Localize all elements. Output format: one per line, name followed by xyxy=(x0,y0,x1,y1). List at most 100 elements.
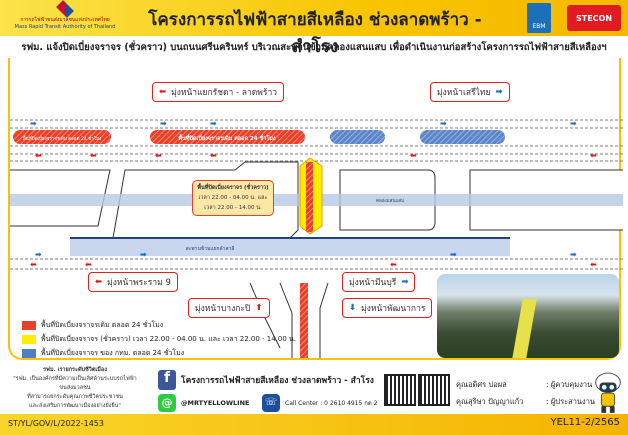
line-icon: @ xyxy=(158,394,176,412)
direction-label: มุ่งหน้าบางกะปิ xyxy=(195,304,251,314)
legend-swatch-blue xyxy=(22,348,36,358)
direction-label: มุ่งหน้ามีนบุรี xyxy=(349,278,397,288)
mrta-logo: การรถไฟฟ้าขนส่งมวลชนแห่งประเทศไทย Mass R… xyxy=(10,0,120,34)
direction-serithai: มุ่งหน้าเสรีไทย ➡ xyxy=(430,82,510,102)
arrow-down-icon: ⬇ xyxy=(349,303,357,313)
site-aerial-photo xyxy=(437,274,619,358)
svg-text:➡: ➡ xyxy=(440,119,447,128)
call-center-label: Call Center : 0 2610 4915 กด 2 xyxy=(285,400,378,407)
expressway xyxy=(70,238,510,256)
qr-code-line xyxy=(418,374,450,406)
slogan-title: รฟม. เรายกระดับชีวิตเมือง xyxy=(43,367,107,373)
svg-text:➡: ➡ xyxy=(35,250,42,259)
slogan-line: ที่สามารถยกระดับคุณภาพชีวิตประชาชน xyxy=(27,394,123,400)
svg-text:⬅: ⬅ xyxy=(390,260,397,269)
direction-ratchada: ⬅ มุ่งหน้าแยกรัชดา - ลาดพร้าว xyxy=(152,82,284,102)
direction-minburi: มุ่งหน้ามีนบุรี ➡ xyxy=(342,272,416,292)
org-name-en: Mass Rapid Transit Authority of Thailand xyxy=(14,24,116,30)
svg-text:⬅: ⬅ xyxy=(35,151,42,160)
svg-text:⬅: ⬅ xyxy=(90,151,97,160)
svg-text:⬅: ⬅ xyxy=(155,151,162,160)
stecon-logo: STECON xyxy=(567,5,621,31)
facebook-link[interactable]: f โครงการรถไฟฟ้าสายสีเหลือง ช่วงลาดพร้าว … xyxy=(158,370,374,390)
document-id: ST/YL/GOV/L/2022-1453 xyxy=(8,419,104,428)
svg-text:➡: ➡ xyxy=(30,119,37,128)
arrow-left-icon: ⬅ xyxy=(159,87,167,97)
legend-item: พื้นที่ปิดเบี่ยงจราจร ของ กทม. ตลอด 24 ช… xyxy=(22,346,352,360)
contact-name: คุณอดิศร ปอผล xyxy=(456,380,507,389)
qr-code-facebook xyxy=(384,374,416,406)
contact-row: คุณอดิศร ปอผล : ผู้ควบคุมงาน xyxy=(456,376,595,393)
lane-lines xyxy=(10,119,623,270)
header-banner xyxy=(0,0,628,36)
legend-label: พื้นที่ปิดเบี่ยงจราจร ของ กทม. ตลอด 24 ช… xyxy=(41,348,185,357)
svg-text:➡: ➡ xyxy=(450,250,457,259)
direction-label: มุ่งหน้าพระราม 9 xyxy=(107,278,171,288)
canal-label: คลองแสนแสบ xyxy=(376,198,404,204)
footer-bar xyxy=(0,414,628,435)
svg-text:⬅: ⬅ xyxy=(590,260,597,269)
bma-closure-1 xyxy=(330,130,385,144)
svg-text:⬅: ⬅ xyxy=(210,151,217,160)
svg-text:➡: ➡ xyxy=(160,119,167,128)
vertical-road xyxy=(249,282,329,358)
contact-row: คุณสุริษา ปัญญาแก้ว : ผู้ประสานงาน xyxy=(456,393,595,410)
org-name-th: การรถไฟฟ้าขนส่งมวลชนแห่งประเทศไทย xyxy=(20,17,110,23)
legend: พื้นที่ปิดเบี่ยงจราจรเดิม ตลอด 24 ชั่วโม… xyxy=(22,318,352,360)
ebm-logo: EBM xyxy=(527,3,551,33)
svg-text:➡: ➡ xyxy=(210,119,217,128)
slogan: รฟม. เรายกระดับชีวิตเมือง "รฟม. เป็นองค์… xyxy=(10,366,140,411)
line-label: @MRTYELLOWLINE xyxy=(181,399,250,407)
legend-label: พื้นที่ปิดเบี่ยงจราจรเดิม ตลอด 24 ชั่วโม… xyxy=(41,320,164,329)
contact-role: : ผู้ควบคุมงาน xyxy=(546,380,593,389)
expressway-label: สะพานข้ามแยกลำสาลี xyxy=(186,245,235,252)
callout-time-2: เวลา 22.00 - 14.00 น. xyxy=(204,205,262,211)
contact-name: คุณสุริษา ปัญญาแก้ว xyxy=(456,397,524,406)
direction-label: มุ่งหน้าเสรีไทย xyxy=(437,88,491,98)
mascot-icon xyxy=(595,372,621,413)
closure-top-mid-label: พื้นที่ปิดเบี่ยงจราจรเดิม ตลอด 24 ชั่วโม… xyxy=(177,133,275,142)
legend-label: พื้นที่ปิดเบี่ยงจราจร (ชั่วคราว) เวลา 22… xyxy=(41,334,297,343)
svg-text:⬅: ⬅ xyxy=(590,151,597,160)
phone-icon: ☏ xyxy=(262,394,280,412)
traffic-arrows: ➡ ➡ ➡ ➡ ➡ ⬅ ⬅ ⬅ ⬅ ⬅ ⬅ ➡ ➡ ➡ ➡ ⬅ ⬅ ⬅ ⬅ xyxy=(30,119,597,269)
svg-text:⬅: ⬅ xyxy=(410,151,417,160)
bma-closure-2 xyxy=(420,130,505,144)
direction-rama9: ⬅ มุ่งหน้าพระราม 9 xyxy=(88,272,178,292)
facebook-icon: f xyxy=(158,370,176,390)
closure-vertical xyxy=(300,283,308,358)
arrow-up-icon: ⬆ xyxy=(255,303,263,313)
legend-item: พื้นที่ปิดเบี่ยงจราจรเดิม ตลอด 24 ชั่วโม… xyxy=(22,318,352,332)
legend-swatch-red xyxy=(22,320,36,330)
arrow-right-icon: ➡ xyxy=(495,87,503,97)
facebook-label: โครงการรถไฟฟ้าสายสีเหลือง ช่วงลาดพร้าว -… xyxy=(181,376,374,386)
call-center: ☏ Call Center : 0 2610 4915 กด 2 xyxy=(262,394,377,412)
legend-item: พื้นที่ปิดเบี่ยงจราจร (ชั่วคราว) เวลา 22… xyxy=(22,332,352,346)
line-link[interactable]: @ @MRTYELLOWLINE xyxy=(158,394,249,412)
slogan-line: "รฟม. เป็นองค์กรที่มีความเป็นเลิศด้านระบ… xyxy=(13,376,137,391)
arrow-left-icon: ⬅ xyxy=(95,277,103,287)
closure-top-mid xyxy=(150,130,305,144)
svg-text:➡: ➡ xyxy=(140,250,147,259)
notice-subtitle: รฟม. แจ้งปิดเบี่ยงจราจร (ชั่วคราว) บนถนน… xyxy=(21,42,607,53)
contacts: คุณอดิศร ปอผล : ผู้ควบคุมงาน คุณสุริษา ปั… xyxy=(456,376,595,410)
callout-title: พื้นที่ปิดเบี่ยงจราจร (ชั่วคราว) xyxy=(197,185,269,191)
reference-id: YEL11-2/2565 xyxy=(550,417,620,428)
svg-text:➡: ➡ xyxy=(570,119,577,128)
closure-top-left xyxy=(13,130,111,144)
direction-bangkapi: มุ่งหน้าบางกะปิ ⬆ xyxy=(188,298,270,318)
temporary-closure-callout: พื้นที่ปิดเบี่ยงจราจร (ชั่วคราว) เวลา 22… xyxy=(192,180,274,216)
direction-label: มุ่งหน้าพัฒนาการ xyxy=(361,304,426,314)
svg-text:⬅: ⬅ xyxy=(30,260,37,269)
contact-role: : ผู้ประสานงาน xyxy=(546,397,596,406)
direction-phatthanakan: ⬇ มุ่งหน้าพัฒนาการ xyxy=(342,298,433,318)
svg-text:➡: ➡ xyxy=(570,250,577,259)
closure-top-left-label: พื้นที่ปิดเบี่ยงจราจรเดิม ตลอด 24 ชั่วโม… xyxy=(23,135,102,142)
svg-text:⬅: ⬅ xyxy=(85,260,92,269)
direction-label: มุ่งหน้าแยกรัชดา - ลาดพร้าว xyxy=(171,88,277,98)
traffic-map: ➡➡➡➡➡ ⬅⬅⬅⬅⬅⬅ ➡➡➡➡ ⬅⬅⬅⬅ พื้นที่ปิดเบี่ยงจ… xyxy=(8,58,623,360)
slogan-line: และส่งเสริมการพัฒนาเมืองอย่างยั่งยืน" xyxy=(29,403,121,409)
arrow-right-icon: ➡ xyxy=(401,277,409,287)
callout-time-1: เวลา 22.00 - 04.00 น. และ xyxy=(198,195,268,201)
legend-swatch-yellow xyxy=(22,334,36,344)
